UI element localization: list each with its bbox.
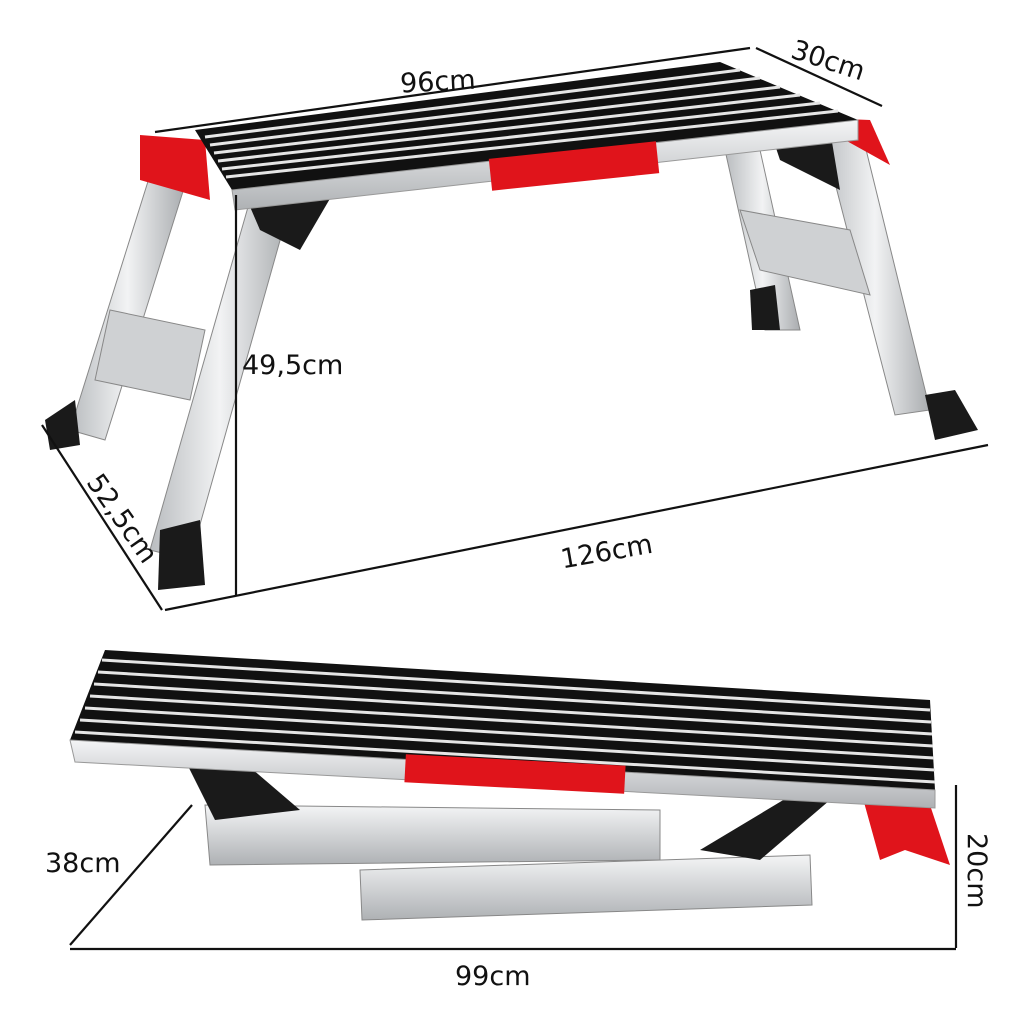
dim-folded-length: 99cm xyxy=(455,961,531,992)
unfolded-platform xyxy=(45,62,978,590)
dim-length-top: 96cm xyxy=(399,65,476,100)
folded-dimensions: 38cm 20cm 99cm xyxy=(45,785,992,992)
dim-folded-height: 20cm xyxy=(961,833,992,909)
folded-warning-label xyxy=(404,754,626,794)
dim-folded-depth: 38cm xyxy=(45,848,121,879)
dim-width-top: 30cm xyxy=(787,34,868,87)
left-foot-rear xyxy=(45,400,80,450)
folded-leg-upper xyxy=(204,804,661,866)
folded-platform xyxy=(69,650,950,921)
folded-leg-lower xyxy=(359,854,813,921)
dim-depth-base: 52,5cm xyxy=(80,468,163,569)
left-hinge-red xyxy=(140,135,210,200)
warning-label xyxy=(488,141,660,191)
right-foot-rear xyxy=(750,285,780,330)
left-leg-rear xyxy=(69,174,186,441)
folded-hook-red xyxy=(862,790,950,865)
deck-stripes xyxy=(204,68,839,179)
dim-height: 49,5cm xyxy=(242,350,343,381)
dim-length-base: 126cm xyxy=(558,529,655,576)
folded-hinge-right xyxy=(700,790,830,860)
left-foot xyxy=(158,520,205,590)
folded-deck-stripes xyxy=(74,658,936,784)
right-step xyxy=(739,209,871,296)
right-foot xyxy=(925,390,978,440)
left-step xyxy=(94,309,206,401)
